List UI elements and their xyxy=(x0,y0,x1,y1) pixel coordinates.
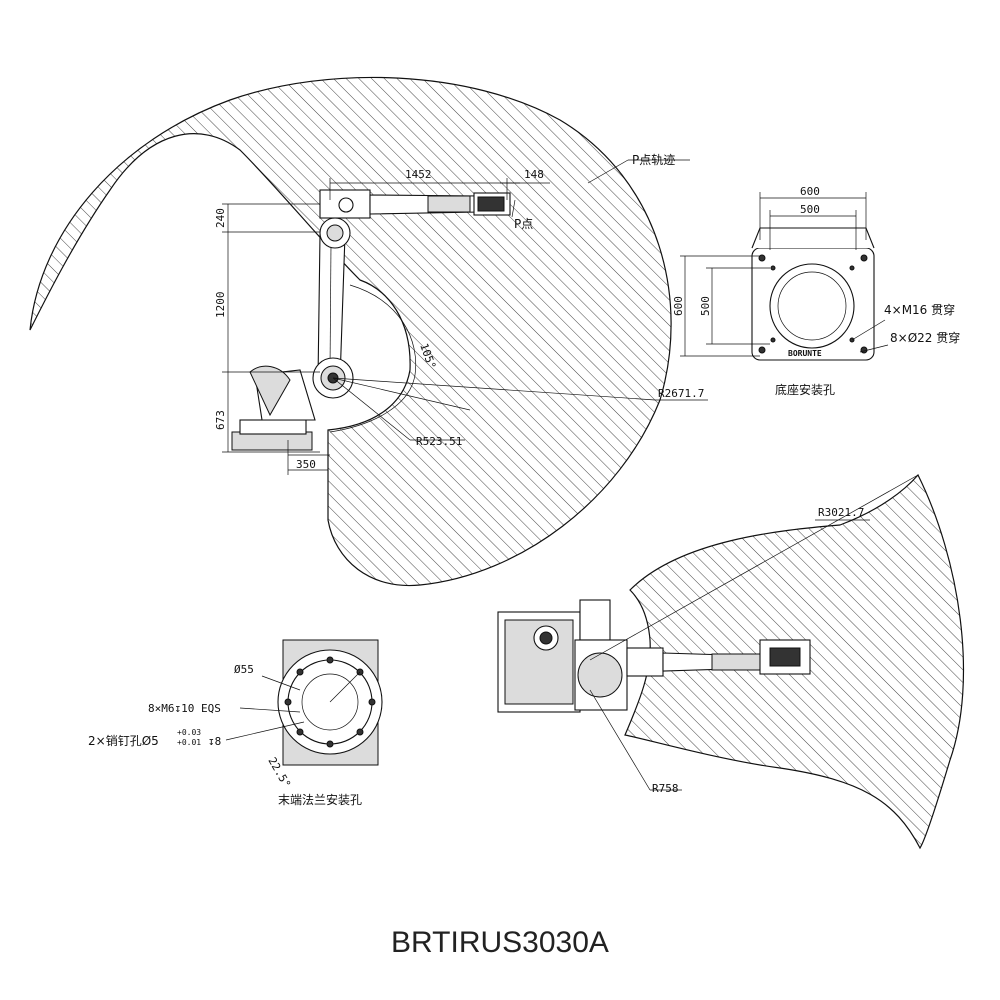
flange-bolt-icon xyxy=(326,656,334,664)
base-height-500: 500 xyxy=(699,296,712,316)
base-caption: 底座安装孔 xyxy=(775,382,835,397)
side-radius-lines xyxy=(332,159,708,441)
dim-673: 673 xyxy=(214,410,227,430)
base-width-500: 500 xyxy=(800,203,820,216)
top-radius-lines xyxy=(589,474,919,791)
base-center-circle xyxy=(769,263,855,349)
base-width-600: 600 xyxy=(800,185,820,198)
base-mounting-view xyxy=(680,192,889,361)
dim-1452: 1452 xyxy=(405,168,432,181)
base-note-m16: 4×M16 贯穿 xyxy=(884,302,955,317)
flange-tol-lower: +0.01 xyxy=(177,738,201,747)
dim-148: 148 xyxy=(524,168,544,181)
flange-pin-note: 2×销钉孔Ø5 xyxy=(88,734,159,748)
dim-240: 240 xyxy=(214,208,227,228)
p-trajectory-label: P点轨迹 xyxy=(632,153,675,167)
flange-pin-depth: ↧8 xyxy=(208,735,221,748)
base-hole-icon xyxy=(758,254,766,262)
radius-r523: R523.51 xyxy=(416,435,462,448)
base-note-22: 8×Ø22 贯穿 xyxy=(890,330,960,345)
base-height-600: 600 xyxy=(672,296,685,316)
base-brand: BORUNTE xyxy=(788,349,822,358)
robot-base-plate xyxy=(231,431,313,451)
flange-tol-upper: +0.03 xyxy=(177,728,201,737)
side-dimension-lines xyxy=(222,178,550,475)
top-motor xyxy=(579,599,611,641)
side-workspace-envelope xyxy=(29,76,672,587)
dim-1200: 1200 xyxy=(214,292,227,319)
top-radius-r758: R758 xyxy=(652,782,679,795)
flange-diameter: Ø55 xyxy=(234,663,254,676)
radius-r2671: R2671.7 xyxy=(658,387,704,400)
p-point-label: P点 xyxy=(514,217,533,231)
dim-350: 350 xyxy=(296,458,316,471)
top-radius-r3021: R3021.7 xyxy=(818,506,864,519)
flange-bolt-note: 8×M6↧10 EQS xyxy=(148,702,221,715)
robot-base-block xyxy=(239,419,307,435)
model-title: BRTIRUS3030A xyxy=(391,926,609,959)
flange-caption: 末端法兰安装孔 xyxy=(278,792,362,807)
flange-view xyxy=(225,639,383,766)
robot-top-view xyxy=(497,599,811,713)
